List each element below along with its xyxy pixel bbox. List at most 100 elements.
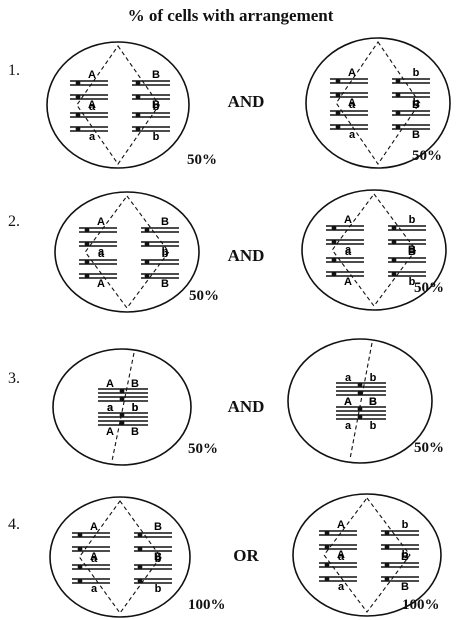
allele-label: a — [349, 99, 356, 111]
cell-membrane — [54, 191, 200, 313]
allele-label: A — [344, 276, 352, 288]
allele-label: a — [107, 402, 114, 414]
percent-label: 100% — [188, 597, 226, 613]
percent-label: 50% — [414, 440, 444, 456]
cell-membrane — [292, 493, 442, 617]
allele-label: a — [345, 372, 352, 384]
cell-membrane — [301, 189, 447, 311]
allele-label: b — [132, 402, 139, 414]
allele-label: a — [338, 581, 345, 593]
percent-label: 100% — [402, 597, 440, 613]
allele-label: A — [97, 278, 105, 290]
diagram-title: % of cells with arrangement — [127, 6, 334, 25]
allele-label: b — [409, 214, 416, 226]
allele-label: a — [338, 551, 345, 563]
allele-label: B — [161, 216, 169, 228]
allele-label: A — [337, 519, 345, 531]
allele-label: A — [88, 69, 96, 81]
allele-label: b — [153, 131, 160, 143]
spindle — [84, 195, 170, 309]
allele-label: A — [90, 551, 98, 563]
allele-label: B — [401, 551, 409, 563]
spindle — [323, 497, 411, 613]
allele-label: b — [162, 248, 169, 260]
allele-label: a — [345, 420, 352, 432]
allele-label: B — [369, 396, 377, 408]
percent-label: 50% — [412, 148, 442, 164]
cell-membrane — [52, 348, 192, 466]
cell-membrane — [46, 41, 190, 169]
connector-label: OR — [233, 546, 259, 565]
allele-label: b — [370, 372, 377, 384]
allele-label: B — [369, 396, 377, 408]
allele-label: b — [132, 402, 139, 414]
allele-label: A — [348, 97, 356, 109]
allele-label: b — [370, 420, 377, 432]
row-number: 1. — [8, 62, 20, 79]
allele-label: B — [131, 378, 139, 390]
connector-label: AND — [227, 92, 265, 111]
cell-membrane — [49, 496, 191, 618]
allele-label: a — [98, 246, 105, 258]
percent-label: 50% — [187, 152, 217, 168]
allele-label: b — [155, 553, 162, 565]
allele-label: B — [131, 426, 139, 438]
allele-label: A — [348, 67, 356, 79]
allele-label: A — [106, 426, 114, 438]
allele-label: a — [349, 129, 356, 141]
allele-label: b — [402, 549, 409, 561]
allele-label: a — [345, 244, 352, 256]
allele-label: a — [345, 246, 352, 258]
row-number: 4. — [8, 516, 20, 533]
spindle — [331, 193, 417, 307]
allele-label: B — [408, 244, 416, 256]
percent-label: 50% — [189, 288, 219, 304]
spindle — [111, 352, 135, 462]
spindle — [349, 342, 373, 460]
allele-label: A — [97, 216, 105, 228]
allele-label: B — [152, 69, 160, 81]
allele-label: A — [90, 521, 98, 533]
percent-label: 50% — [188, 441, 218, 457]
allele-label: A — [344, 214, 352, 226]
allele-label: B — [152, 99, 160, 111]
allele-label: b — [153, 101, 160, 113]
allele-label: b — [162, 246, 169, 258]
allele-label: B — [408, 246, 416, 258]
row-number: 2. — [8, 213, 20, 230]
allele-label: a — [91, 553, 98, 565]
allele-label: B — [412, 129, 420, 141]
allele-label: a — [91, 583, 98, 595]
cell-membrane — [305, 37, 451, 169]
allele-label: a — [98, 248, 105, 260]
allele-label: B — [412, 99, 420, 111]
allele-label: b — [409, 276, 416, 288]
allele-label: B — [154, 551, 162, 563]
allele-label: A — [106, 378, 114, 390]
cell-membrane — [287, 338, 433, 464]
allele-label: b — [413, 67, 420, 79]
allele-label: a — [107, 402, 114, 414]
allele-label: A — [88, 99, 96, 111]
allele-label: A — [337, 549, 345, 561]
allele-label: A — [344, 396, 352, 408]
allele-label: b — [155, 583, 162, 595]
connector-label: AND — [227, 246, 265, 265]
allele-label: B — [161, 278, 169, 290]
allele-label: B — [154, 521, 162, 533]
allele-label: b — [402, 519, 409, 531]
allele-label: a — [89, 131, 96, 143]
allele-label: A — [344, 396, 352, 408]
allele-label: b — [413, 97, 420, 109]
connector-label: AND — [227, 397, 265, 416]
row-number: 3. — [8, 370, 20, 387]
cell: A B A Ba b a b — [49, 496, 191, 618]
